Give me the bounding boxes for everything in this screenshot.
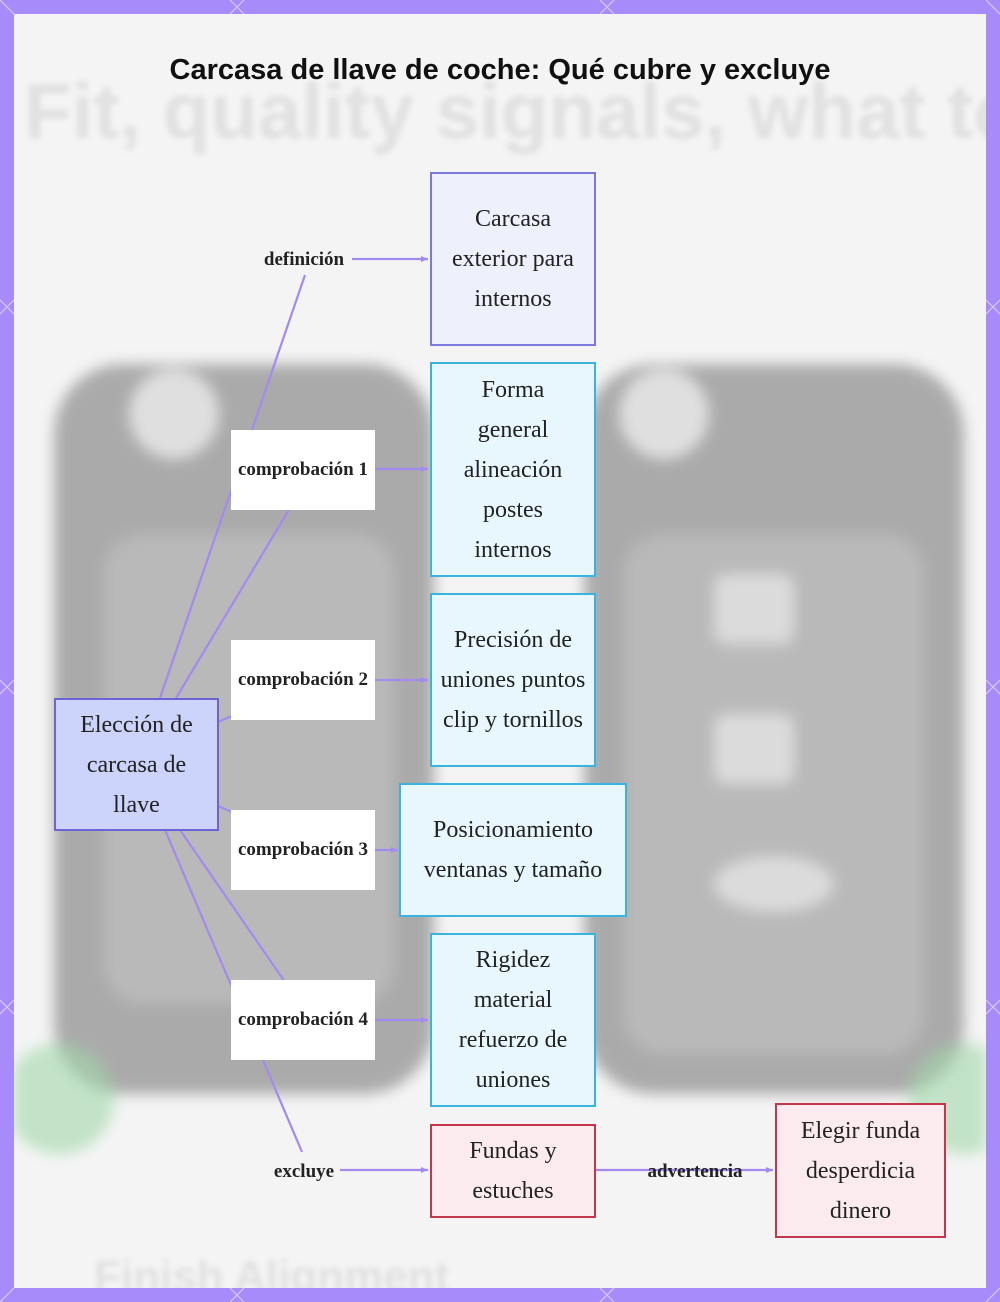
warning-node: Elegir funda desperdicia dinero (775, 1103, 946, 1238)
definition-node: Carcasa exterior para internos (430, 172, 596, 346)
edge-check2 (218, 716, 232, 722)
edge-label-exclude: excluye (264, 1152, 344, 1192)
edge-label-check3: comprobación 3 (231, 810, 375, 890)
edge-label-check1: comprobación 1 (231, 430, 375, 510)
edge-label-warning: advertencia (636, 1152, 754, 1192)
check1-node: Forma general alineación postes internos (430, 362, 596, 577)
root-node: Elección de carcasa de llave (54, 698, 219, 831)
edge-label-check4: comprobación 4 (231, 980, 375, 1060)
check4-node: Rigidez material refuerzo de uniones (430, 933, 596, 1107)
edge-label-check2: comprobación 2 (231, 640, 375, 720)
exclude-node: Fundas y estuches (430, 1124, 596, 1218)
check3-node: Posicionamiento ventanas y tamaño (399, 783, 627, 917)
check2-node: Precisión de uniones puntos clip y torni… (430, 593, 596, 767)
edge-label-definition: definición (250, 240, 358, 280)
edge-check3 (218, 806, 232, 812)
